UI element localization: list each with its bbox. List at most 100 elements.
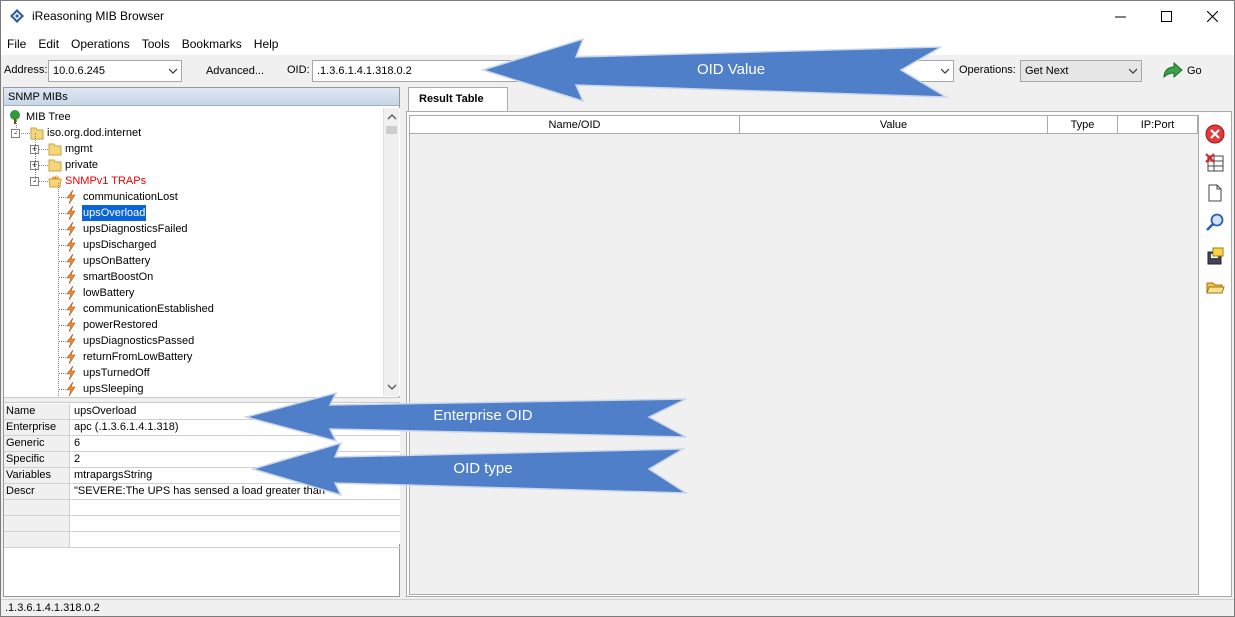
close-icon xyxy=(1206,11,1218,22)
tree-node[interactable]: -iso.org.dod.internet xyxy=(4,125,384,141)
tree-node[interactable]: upsSleeping xyxy=(4,381,384,396)
trap-icon xyxy=(66,286,76,300)
property-key xyxy=(4,516,70,531)
go-button[interactable]: Go xyxy=(1161,60,1221,82)
column-name-oid[interactable]: Name/OID xyxy=(410,116,740,134)
panel-splitter[interactable] xyxy=(4,397,400,403)
tree-connector xyxy=(58,293,68,294)
property-row[interactable] xyxy=(4,532,400,548)
trap-icon xyxy=(66,190,76,204)
tree-node[interactable]: upsOverload xyxy=(4,204,384,222)
tree-node[interactable]: upsDischarged xyxy=(4,237,384,253)
clear-table-icon[interactable] xyxy=(1205,153,1225,173)
tree-node-label: SNMPv1 TRAPs xyxy=(65,175,147,187)
property-key: Name xyxy=(4,404,70,419)
property-value xyxy=(72,516,398,531)
column-value[interactable]: Value xyxy=(740,116,1048,134)
address-combo[interactable]: 10.0.6.245 xyxy=(48,60,182,82)
scroll-down-icon[interactable] xyxy=(387,382,397,392)
tree-node[interactable]: upsOnBattery xyxy=(4,253,384,269)
tree-connector xyxy=(58,245,68,246)
tree-connector xyxy=(16,133,30,134)
tree-node[interactable]: upsDiagnosticsFailed xyxy=(4,221,384,237)
tree-node[interactable]: communicationLost xyxy=(4,189,384,205)
column-type[interactable]: Type xyxy=(1048,116,1118,134)
property-row[interactable] xyxy=(4,516,400,532)
scroll-thumb[interactable] xyxy=(386,126,397,134)
property-key xyxy=(4,532,70,547)
oid-type-annotation-label: OID type xyxy=(453,460,513,477)
tab-result-table[interactable]: Result Table xyxy=(408,87,508,111)
tree-expander[interactable]: - xyxy=(11,129,20,138)
tree-connector xyxy=(35,181,48,182)
search-icon[interactable] xyxy=(1205,212,1225,232)
property-key: Enterprise xyxy=(4,420,70,435)
menu-operations[interactable]: Operations xyxy=(71,37,130,51)
menu-help[interactable]: Help xyxy=(253,37,279,51)
menu-file[interactable]: File xyxy=(7,37,27,51)
tree-node-label: upsDiagnosticsPassed xyxy=(83,335,195,347)
tree-connector xyxy=(58,341,68,342)
operations-select[interactable]: Get Next xyxy=(1020,60,1142,82)
property-row[interactable] xyxy=(4,500,400,516)
trap-icon xyxy=(66,222,76,236)
new-document-icon[interactable] xyxy=(1205,183,1225,203)
tree-node-label: MIB Tree xyxy=(26,111,71,123)
tree-node-label: private xyxy=(65,159,99,171)
tree-expander[interactable]: + xyxy=(30,160,39,170)
tree-node-label: powerRestored xyxy=(83,319,158,331)
tree-node-label: upsSleeping xyxy=(83,383,144,395)
property-key: Generic xyxy=(4,436,70,451)
close-window-button[interactable] xyxy=(1189,1,1234,32)
result-table: Name/OID Value Type IP:Port xyxy=(409,115,1199,595)
tree-expander[interactable]: + xyxy=(30,144,39,154)
tree-node[interactable]: smartBoostOn xyxy=(4,269,384,285)
folder-icon xyxy=(30,127,44,140)
menu-edit[interactable]: Edit xyxy=(38,37,60,51)
menu-bookmarks[interactable]: Bookmarks xyxy=(181,37,242,51)
mib-tree[interactable]: MIB Tree -iso.org.dod.internet + mgmt + priva… xyxy=(4,108,400,396)
maximize-button[interactable] xyxy=(1143,1,1189,32)
tree-node-label: mgmt xyxy=(65,143,93,155)
tree-node[interactable]: returnFromLowBattery xyxy=(4,349,384,365)
title-bar: iReasoning MIB Browser xyxy=(1,1,1234,33)
tree-node[interactable]: MIB Tree xyxy=(4,109,384,125)
address-value: 10.0.6.245 xyxy=(53,65,105,77)
tree-expander[interactable]: - xyxy=(30,177,39,186)
tree-node[interactable]: powerRestored xyxy=(4,317,384,333)
tree-node[interactable]: lowBattery xyxy=(4,285,384,301)
property-row[interactable]: Descr"SEVERE:The UPS has sensed a load g… xyxy=(4,484,400,500)
advanced-button[interactable]: Advanced... xyxy=(205,65,265,77)
tree-node[interactable]: communicationEstablished xyxy=(4,301,384,317)
tree-connector xyxy=(58,277,68,278)
tree-node-label: communicationEstablished xyxy=(83,303,214,315)
tree-node[interactable]: upsDiagnosticsPassed xyxy=(4,333,384,349)
trap-icon xyxy=(66,238,76,252)
trap-icon xyxy=(66,270,76,284)
open-folder-icon[interactable] xyxy=(1205,277,1225,297)
go-arrow-icon xyxy=(1163,62,1183,79)
result-panel: Name/OID Value Type IP:Port xyxy=(406,111,1232,597)
column-ip-port[interactable]: IP:Port xyxy=(1118,116,1198,134)
tree-node[interactable]: + mgmt xyxy=(4,141,384,157)
tree-node[interactable]: upsTurnedOff xyxy=(4,365,384,381)
tree-node[interactable]: - SNMPv1 TRAPs xyxy=(4,173,384,189)
trap-icon xyxy=(66,366,76,380)
oid-label: OID: xyxy=(287,64,310,76)
stop-icon[interactable] xyxy=(1205,124,1225,144)
save-icon[interactable] xyxy=(1205,246,1225,266)
property-value xyxy=(72,500,398,515)
tree-node[interactable]: + private xyxy=(4,157,384,173)
minimize-button[interactable] xyxy=(1097,1,1143,32)
chevron-down-icon xyxy=(169,68,177,74)
chevron-down-icon xyxy=(1129,68,1137,74)
scroll-up-icon[interactable] xyxy=(387,112,397,122)
menu-tools[interactable]: Tools xyxy=(141,37,170,51)
tree-scrollbar[interactable] xyxy=(383,108,399,396)
